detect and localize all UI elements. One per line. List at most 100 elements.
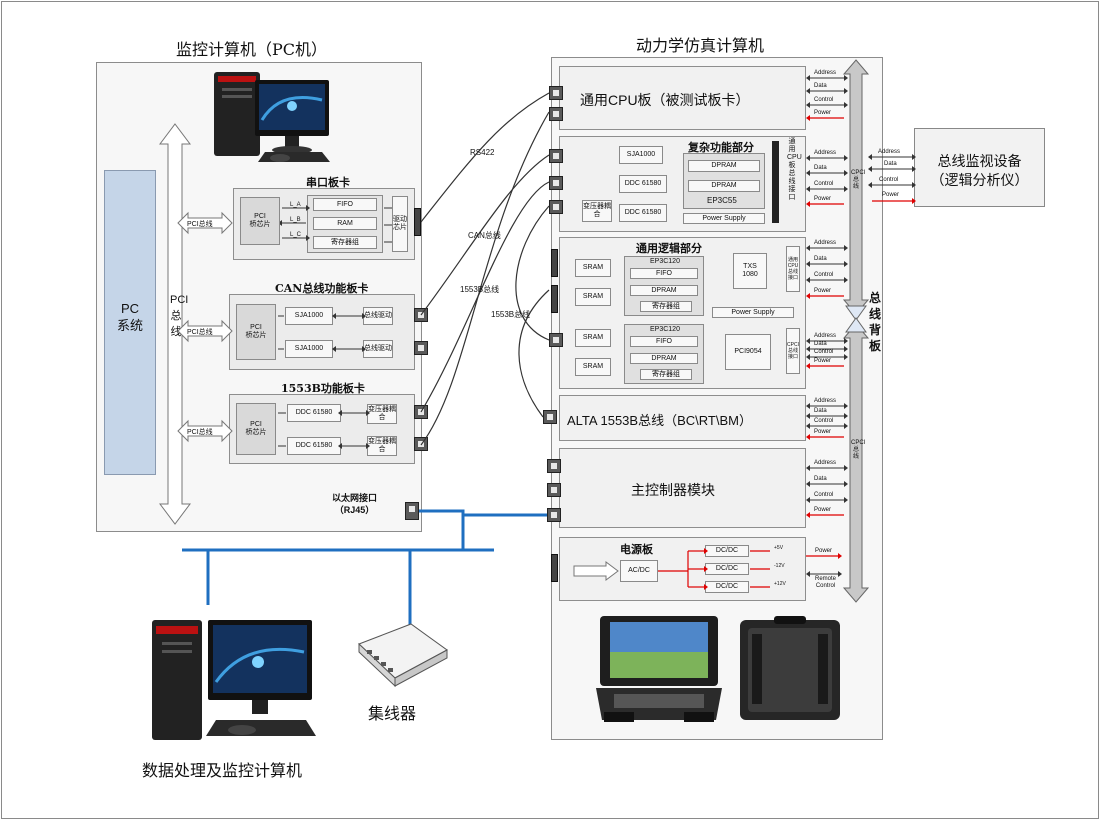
logic-txs1080: TXS 1080	[733, 253, 767, 289]
serial-lc: L_C	[290, 232, 302, 238]
data-processing-pc-label: 数据处理及监控计算机	[142, 761, 303, 780]
logic-sram-2: SRAM	[575, 288, 611, 306]
complex-port-3[interactable]	[549, 200, 563, 214]
alta-1553b-label: ALTA 1553B总线（BC\RT\BM）	[567, 413, 752, 428]
signal-arrow-power	[806, 434, 844, 440]
logic-reg-1: 寄存器组	[640, 301, 692, 312]
master-controller-label: 主控制器模块	[631, 482, 715, 498]
pci-bus-arrow	[159, 123, 191, 525]
signal-label-address: Address	[814, 70, 837, 76]
power-out-arrows	[806, 553, 842, 577]
can-port-2[interactable]	[414, 341, 428, 355]
link-can: CAN总线	[468, 231, 501, 240]
cpu-board-port-1[interactable]	[549, 86, 563, 100]
complex-function-title: 复杂功能部分	[688, 141, 754, 154]
serial-port-connector[interactable]	[414, 208, 421, 236]
master-port-1[interactable]	[547, 459, 561, 473]
master-port-3[interactable]	[547, 508, 561, 522]
pc-system-label: PC 系统	[116, 301, 143, 333]
can-card-title: CAN总线功能板卡	[275, 282, 369, 295]
mil1553-pci-bridge: PCI 桥芯片	[236, 403, 276, 455]
pci-bus-arrow-can	[177, 319, 233, 343]
complex-ddc-2: DDC 61580	[619, 204, 667, 222]
logic-port-2[interactable]	[551, 285, 558, 313]
signal-label-address: Address	[814, 460, 837, 466]
mil1553-internal-arrows	[278, 410, 370, 449]
pci-bus-tag-can: PCI总线	[187, 329, 213, 336]
power-acdc: AC/DC	[620, 560, 658, 582]
hub-label: 集线器	[368, 704, 417, 723]
serial-card-title: 串口板卡	[306, 176, 350, 189]
complex-ddc-1: DDC 61580	[619, 175, 667, 193]
cpu-board-label: 通用CPU板（被测试板卡）	[580, 92, 750, 108]
logic-fifo-1: FIFO	[630, 268, 698, 279]
desktop-computer-icon	[214, 72, 330, 162]
signal-label-data: Data	[814, 165, 827, 171]
signal-label-control: Control	[814, 492, 834, 498]
serial-ram: RAM	[313, 217, 377, 230]
logic-port-3[interactable]	[549, 333, 563, 347]
signal-label-power: Power	[814, 110, 832, 116]
signal-label-address: Address	[814, 398, 837, 404]
complex-dpram-1: DPRAM	[688, 160, 760, 172]
cpu-bus-label-top: CPCI总线	[851, 170, 866, 190]
signal-arrow-data	[806, 413, 848, 419]
signal-arrow-control	[806, 354, 848, 360]
signal-arrow-address	[806, 465, 848, 471]
logic-fifo-2: FIFO	[630, 336, 698, 347]
bus-monitor-arrows	[868, 154, 916, 204]
pc-system-block	[104, 170, 156, 475]
signal-arrow-power	[806, 512, 844, 518]
power-dcdc-2: DC/DC	[705, 563, 749, 575]
signal-arrow-control	[806, 186, 848, 192]
power-dcdc-1: DC/DC	[705, 545, 749, 557]
logic-port-1[interactable]	[551, 249, 558, 277]
signal-arrow-control	[806, 497, 848, 503]
power-port[interactable]	[551, 554, 558, 582]
logic-sram-4: SRAM	[575, 358, 611, 376]
serial-internal-arrows	[280, 205, 392, 243]
logic-power-supply: Power Supply	[712, 307, 794, 318]
signal-label-power: Power	[814, 288, 832, 294]
signal-arrow-power	[806, 115, 844, 121]
alta-port[interactable]	[543, 410, 557, 424]
logic-sram-3: SRAM	[575, 329, 611, 347]
mil1553-card-title: 1553B功能板卡	[281, 382, 365, 395]
bm-data: Data	[884, 161, 897, 167]
complex-port-1[interactable]	[549, 149, 563, 163]
signal-label-address: Address	[814, 150, 837, 156]
serial-register-group: 寄存器组	[313, 236, 377, 249]
logic-dpram-2: DPRAM	[630, 353, 698, 364]
signal-label-data: Data	[814, 476, 827, 482]
bus-monitor-label: 总线监视设备 （逻辑分析仪）	[930, 153, 1029, 188]
complex-black-bar	[772, 141, 779, 223]
signal-label-data: Data	[814, 83, 827, 89]
signal-arrow-power	[806, 293, 844, 299]
rugged-laptop-image	[596, 616, 722, 722]
serial-driver-chip: 驱动芯片	[392, 196, 408, 252]
signal-arrow-address	[806, 155, 848, 161]
signal-label-control: Control	[814, 349, 834, 355]
complex-sja1000: SJA1000	[619, 146, 663, 164]
signal-label-power: Power	[814, 358, 832, 364]
serial-la: L_A	[290, 202, 301, 208]
remote-control-label: Remote Control	[815, 576, 837, 589]
pci-bus-tag-serial: PCI总线	[187, 221, 213, 228]
logic-pci9054: PCI9054	[725, 334, 771, 370]
signal-arrow-data	[806, 170, 848, 176]
can-internal-arrows	[278, 313, 366, 352]
general-logic-title: 通用逻辑部分	[636, 242, 702, 255]
alta-1553b-board	[559, 395, 806, 441]
signal-arrow-address	[806, 245, 848, 251]
pci-bus-arrow-1553	[177, 419, 233, 443]
master-port-2[interactable]	[547, 483, 561, 497]
signal-label-data: Data	[814, 256, 827, 262]
complex-port-2[interactable]	[549, 176, 563, 190]
cpu-board-port-2[interactable]	[549, 107, 563, 121]
signal-arrow-address	[806, 338, 848, 344]
cpu-bus-label-bottom: CPCI总线	[851, 440, 866, 460]
ethernet-port[interactable]	[405, 502, 419, 520]
logic-cpu-interface: 通用CPU总线接口	[786, 246, 800, 292]
signal-arrow-data	[806, 481, 848, 487]
